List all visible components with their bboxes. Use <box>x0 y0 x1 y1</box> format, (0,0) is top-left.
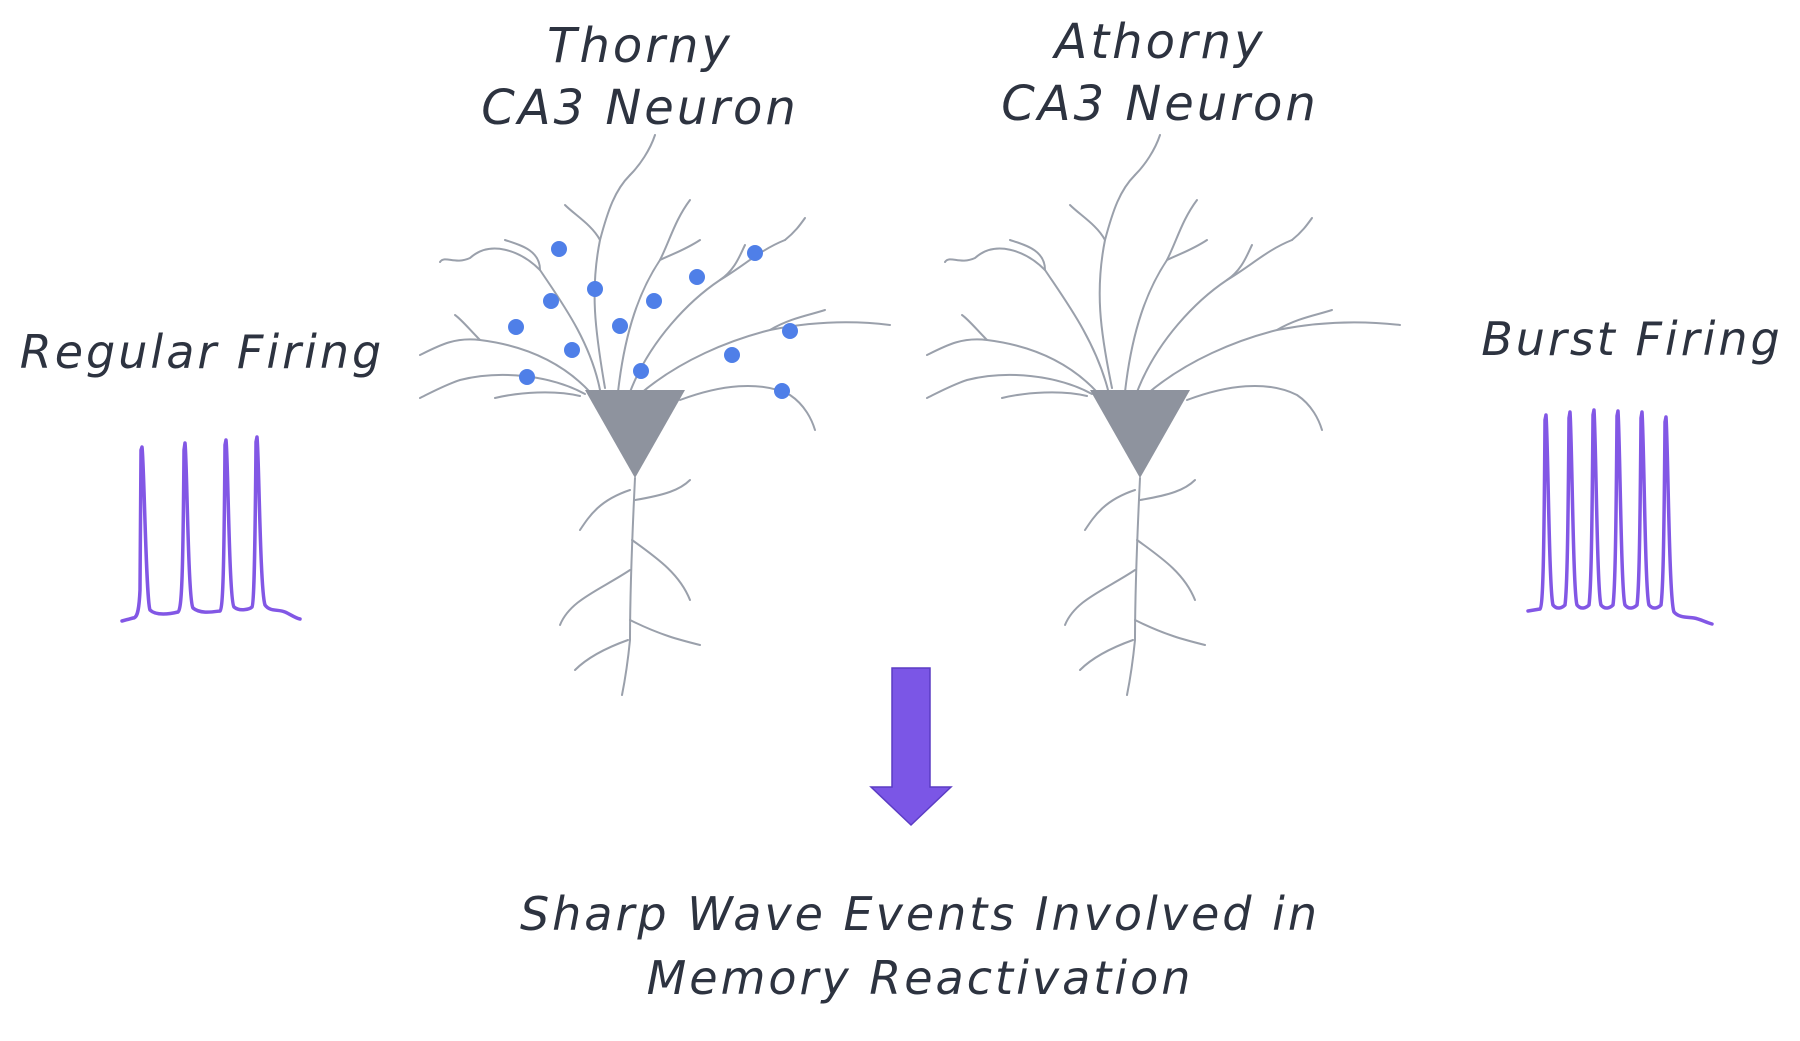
thorny-dendrite <box>579 489 631 531</box>
burst-firing-trace <box>1526 408 1714 626</box>
athorny-dendrite <box>926 338 1098 393</box>
thorn-dot <box>587 281 603 297</box>
thorny-dendrite <box>419 338 591 393</box>
athorny-neuron <box>926 134 1401 696</box>
thorny-dendrite <box>719 244 746 281</box>
thorny-dendrite <box>629 619 701 646</box>
thorny-dendrite <box>621 477 636 696</box>
athorny-dendrite <box>1186 385 1323 431</box>
thorny-dendrite <box>617 199 691 393</box>
thorny-dendrite <box>784 217 806 241</box>
thorny-dendrite <box>679 385 816 431</box>
athorny-dendrite <box>1069 204 1106 241</box>
thorny-dendrite <box>504 239 541 271</box>
athorny-dendrite <box>1084 489 1136 531</box>
athorny-title-line2: CA3 Neuron <box>1001 76 1319 132</box>
thorny-dendrite <box>454 314 481 341</box>
thorn-dot <box>508 319 524 335</box>
athorny-dendrite <box>1291 217 1313 241</box>
thorny-dendrite <box>634 479 691 501</box>
athorny-dendrite <box>1079 639 1134 671</box>
thorny-dendrite <box>564 204 601 241</box>
regular-firing-trace <box>120 435 302 623</box>
thorn-dot <box>724 347 740 363</box>
athorny-dendrite <box>1139 479 1196 501</box>
thorny-dendrite <box>494 391 581 399</box>
thorny-title-line2: CA3 Neuron <box>481 80 799 136</box>
athorny-dendrite <box>1134 619 1206 646</box>
athorny-dendrite <box>1126 477 1141 696</box>
athorny-dendrite <box>926 373 1093 399</box>
outcome-line1: Sharp Wave Events Involved in <box>520 887 1320 941</box>
athorny-dendrite <box>961 314 988 341</box>
thorny-dendrite <box>631 539 691 601</box>
athorny-dendrite <box>1064 569 1136 626</box>
regular-firing-label: Regular Firing <box>20 325 384 379</box>
athorny-dendrite <box>944 247 1109 391</box>
athorny-dendrite <box>1146 321 1401 395</box>
thorn-dot <box>519 369 535 385</box>
thorny-soma <box>585 390 685 478</box>
thorny-title-line1: Thorny <box>547 18 733 74</box>
athorny-dendrite <box>1009 239 1046 271</box>
thorn-dot <box>689 269 705 285</box>
thorn-dot <box>543 293 559 309</box>
thorns-group <box>508 241 798 399</box>
thorn-dot <box>646 293 662 309</box>
thorn-dot <box>551 241 567 257</box>
athorny-title-line1: Athorny <box>1051 14 1265 70</box>
athorny-soma <box>1090 390 1190 478</box>
burst-firing-label: Burst Firing <box>1481 312 1783 366</box>
thorn-dot <box>782 323 798 339</box>
athorny-dendrite <box>1276 309 1333 331</box>
athorny-dendrite <box>1134 134 1161 176</box>
thorny-dendrite <box>419 373 586 399</box>
thorny-dendrite <box>574 639 629 671</box>
down-arrow-icon <box>869 667 953 827</box>
athorny-dendrite <box>1001 391 1088 399</box>
thorn-dot <box>633 363 649 379</box>
thorn-dot <box>564 342 580 358</box>
thorn-dot <box>747 245 763 261</box>
athorny-dendrite <box>1098 174 1136 389</box>
thorny-dendrite <box>629 239 786 393</box>
athorny-dendrite <box>1226 244 1253 281</box>
athorny-dendrite <box>1124 199 1198 393</box>
athorny-dendrite <box>1166 239 1208 261</box>
thorny-dendrite <box>593 174 631 389</box>
outcome-line2: Memory Reactivation <box>647 951 1194 1005</box>
thorny-dendrite <box>639 321 891 395</box>
athorny-dendrite <box>1136 239 1293 393</box>
thorny-dendrite <box>439 247 601 391</box>
thorn-dot <box>774 383 790 399</box>
thorny-dendrite <box>559 569 631 626</box>
thorny-dendrite <box>769 309 826 331</box>
athorny-dendrite <box>1136 539 1196 601</box>
thorny-dendrite <box>629 134 656 176</box>
thorny-dendrite <box>659 239 701 261</box>
thorn-dot <box>612 318 628 334</box>
